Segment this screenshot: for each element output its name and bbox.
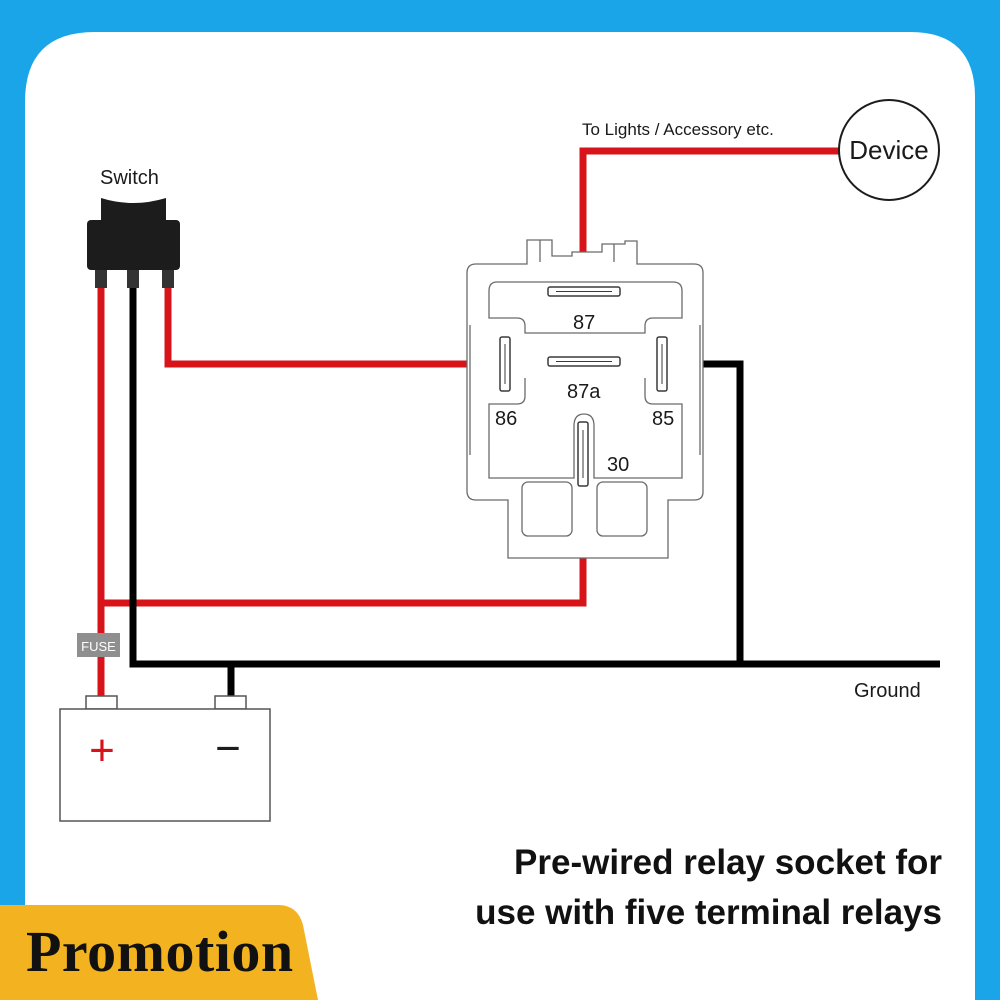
promo-banner: [0, 905, 318, 1000]
product-tagline: Pre-wired relay socket for use with five…: [382, 838, 942, 938]
battery-terminal-negative: [214, 695, 247, 710]
pin-85-label: 85: [652, 408, 674, 430]
battery-negative-sign: −: [215, 724, 241, 773]
relay-notch: [539, 240, 615, 262]
device-label: Device: [849, 135, 928, 165]
wire-switch-ground: [129, 288, 940, 668]
battery-body: [59, 708, 271, 822]
pin-86-label: 86: [495, 408, 517, 430]
fuse-label: FUSE: [81, 639, 116, 654]
tagline-line-2: use with five terminal relays: [475, 893, 942, 932]
relay-pocket-left: [521, 481, 573, 537]
relay-cavity-mid: [488, 378, 683, 479]
switch-label: Switch: [100, 167, 159, 189]
device-circle: [838, 99, 940, 201]
pin-30-label: 30: [607, 454, 629, 476]
battery-positive-sign: +: [89, 726, 115, 775]
wire-pin87-to-device: [579, 147, 840, 292]
tagline-line-1: Pre-wired relay socket for: [514, 843, 942, 882]
promotion-label: Promotion: [26, 919, 294, 984]
relay-socket: [466, 239, 704, 559]
battery-terminal-positive: [85, 695, 118, 710]
relay-housing-inner: [488, 281, 683, 334]
relay-pocket-right: [596, 481, 648, 537]
switch-body: [87, 220, 180, 270]
pin-87a-label: 87a: [567, 381, 601, 403]
relay-terminals: [499, 286, 668, 487]
switch-pin-left: [95, 270, 107, 288]
switch-pin-middle: [127, 270, 139, 288]
switch-pin-right: [162, 270, 174, 288]
wire-switch-to-pin86: [164, 288, 500, 368]
battery: [59, 695, 271, 822]
toggle-switch: [87, 198, 180, 288]
fuse-body: [77, 633, 120, 657]
accessory-label: To Lights / Accessory etc.: [582, 120, 774, 139]
switch-rocker: [101, 198, 166, 222]
pin-87-label: 87: [573, 312, 595, 334]
ground-label: Ground: [854, 680, 921, 702]
